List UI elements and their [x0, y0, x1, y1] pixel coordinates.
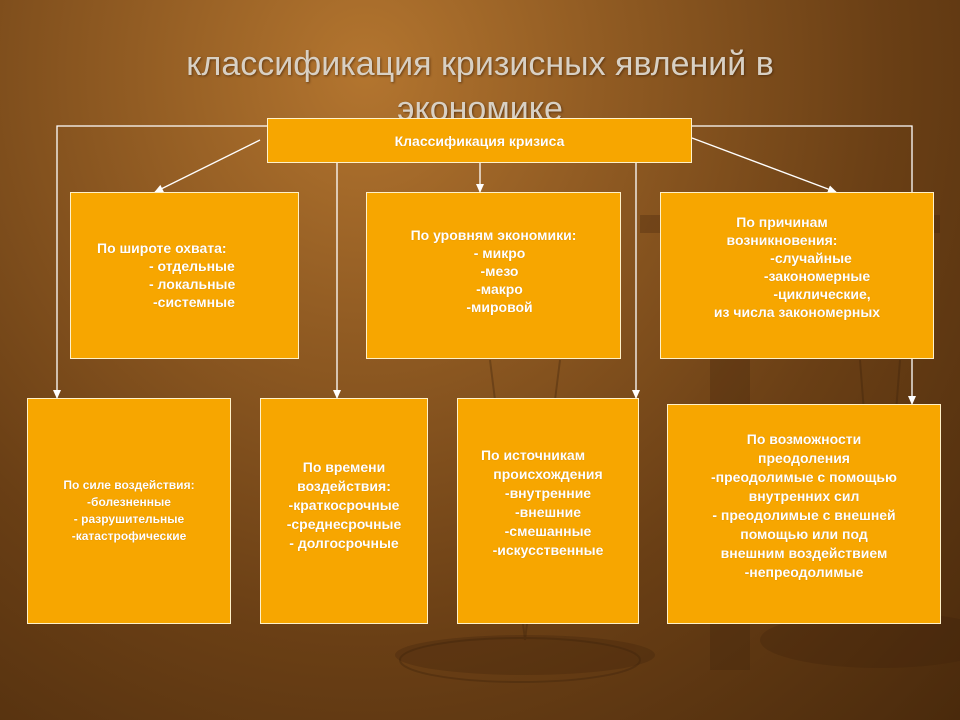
box-by-source-item: -смешанные [504, 523, 592, 539]
box-by-economy-levels: По уровням экономики: - микро -мезо -мак… [366, 192, 621, 359]
box-by-causes-item: -случайные [770, 250, 852, 266]
box-by-levels-item: - микро [473, 245, 526, 261]
box-by-overcoming-item: - преодолимые с внешней [712, 507, 896, 523]
page-title-line-1: классификация кризисных явлений в [186, 44, 774, 83]
box-by-duration: По времени воздействия: -краткосрочные -… [260, 398, 428, 624]
box-by-overcoming-item: помощью или под [740, 526, 868, 542]
box-by-causes: По причинам возникновения: -случайные -з… [660, 192, 934, 359]
box-by-overcoming-heading: преодоления [758, 450, 850, 466]
root-box-crisis-classification: Классификация кризиса [267, 118, 692, 163]
box-by-causes-item: -закономерные [763, 268, 871, 284]
box-by-levels-item: -мезо [480, 263, 519, 279]
box-by-duration-heading: воздействия: [297, 478, 391, 494]
box-by-causes-item: из числа закономерных [713, 304, 881, 320]
box-by-causes-item: -циклические, [773, 286, 871, 302]
box-by-duration-item: -краткосрочные [288, 497, 400, 513]
box-by-overcoming-item: -преодолимые с помощью [711, 469, 897, 485]
box-by-duration-item: - долгосрочные [289, 535, 399, 551]
box-by-levels-heading: По уровням экономики: [410, 227, 577, 243]
box-by-overcoming-item: -непреодолимые [744, 564, 864, 580]
box-by-source-heading: По источникам [480, 447, 586, 463]
box-by-overcoming-heading: По возможности [746, 431, 862, 447]
box-by-source-item: -внешние [514, 504, 582, 520]
box-by-scope: По широте охвата: - отдельные - локальны… [70, 192, 299, 359]
arrow-to-force [53, 125, 268, 399]
box-by-overcoming: По возможности преодоления -преодолимые … [667, 404, 941, 624]
box-by-levels-item: -макро [476, 281, 523, 297]
box-by-scope-item: - отдельные [149, 258, 235, 274]
box-by-origin-source: По источникам происхождения -внутренние … [457, 398, 639, 624]
box-by-force-item: - разрушительные [73, 512, 185, 526]
box-by-causes-heading: возникновения: [726, 232, 838, 248]
box-by-force-item: -катастрофические [71, 529, 187, 543]
box-by-duration-heading: По времени [302, 459, 386, 475]
box-by-overcoming-item: внутренних сил [748, 488, 860, 504]
box-by-source-item: -искусственные [492, 542, 604, 558]
arrow-to-scope [154, 139, 261, 193]
box-by-force-item: -болезненные [87, 495, 171, 509]
box-by-scope-item: -системные [153, 294, 235, 310]
box-by-levels-item: -мировой [466, 299, 533, 315]
box-by-source-heading: происхождения [493, 466, 603, 482]
root-box-label: Классификация кризиса [394, 132, 565, 149]
box-by-scope-item: - локальные [149, 276, 236, 292]
box-by-overcoming-item: внешним воздействием [720, 545, 888, 561]
box-by-duration-item: -среднесрочные [286, 516, 402, 532]
box-by-source-item: -внутренние [504, 485, 592, 501]
box-by-causes-heading: По причинам [736, 214, 828, 230]
box-by-force-heading: По силе воздействия: [63, 478, 195, 492]
arrow-to-causes [691, 137, 837, 193]
box-by-scope-heading: По широте охвата: [97, 240, 227, 256]
box-by-force: По силе воздействия: -болезненные - разр… [27, 398, 231, 624]
